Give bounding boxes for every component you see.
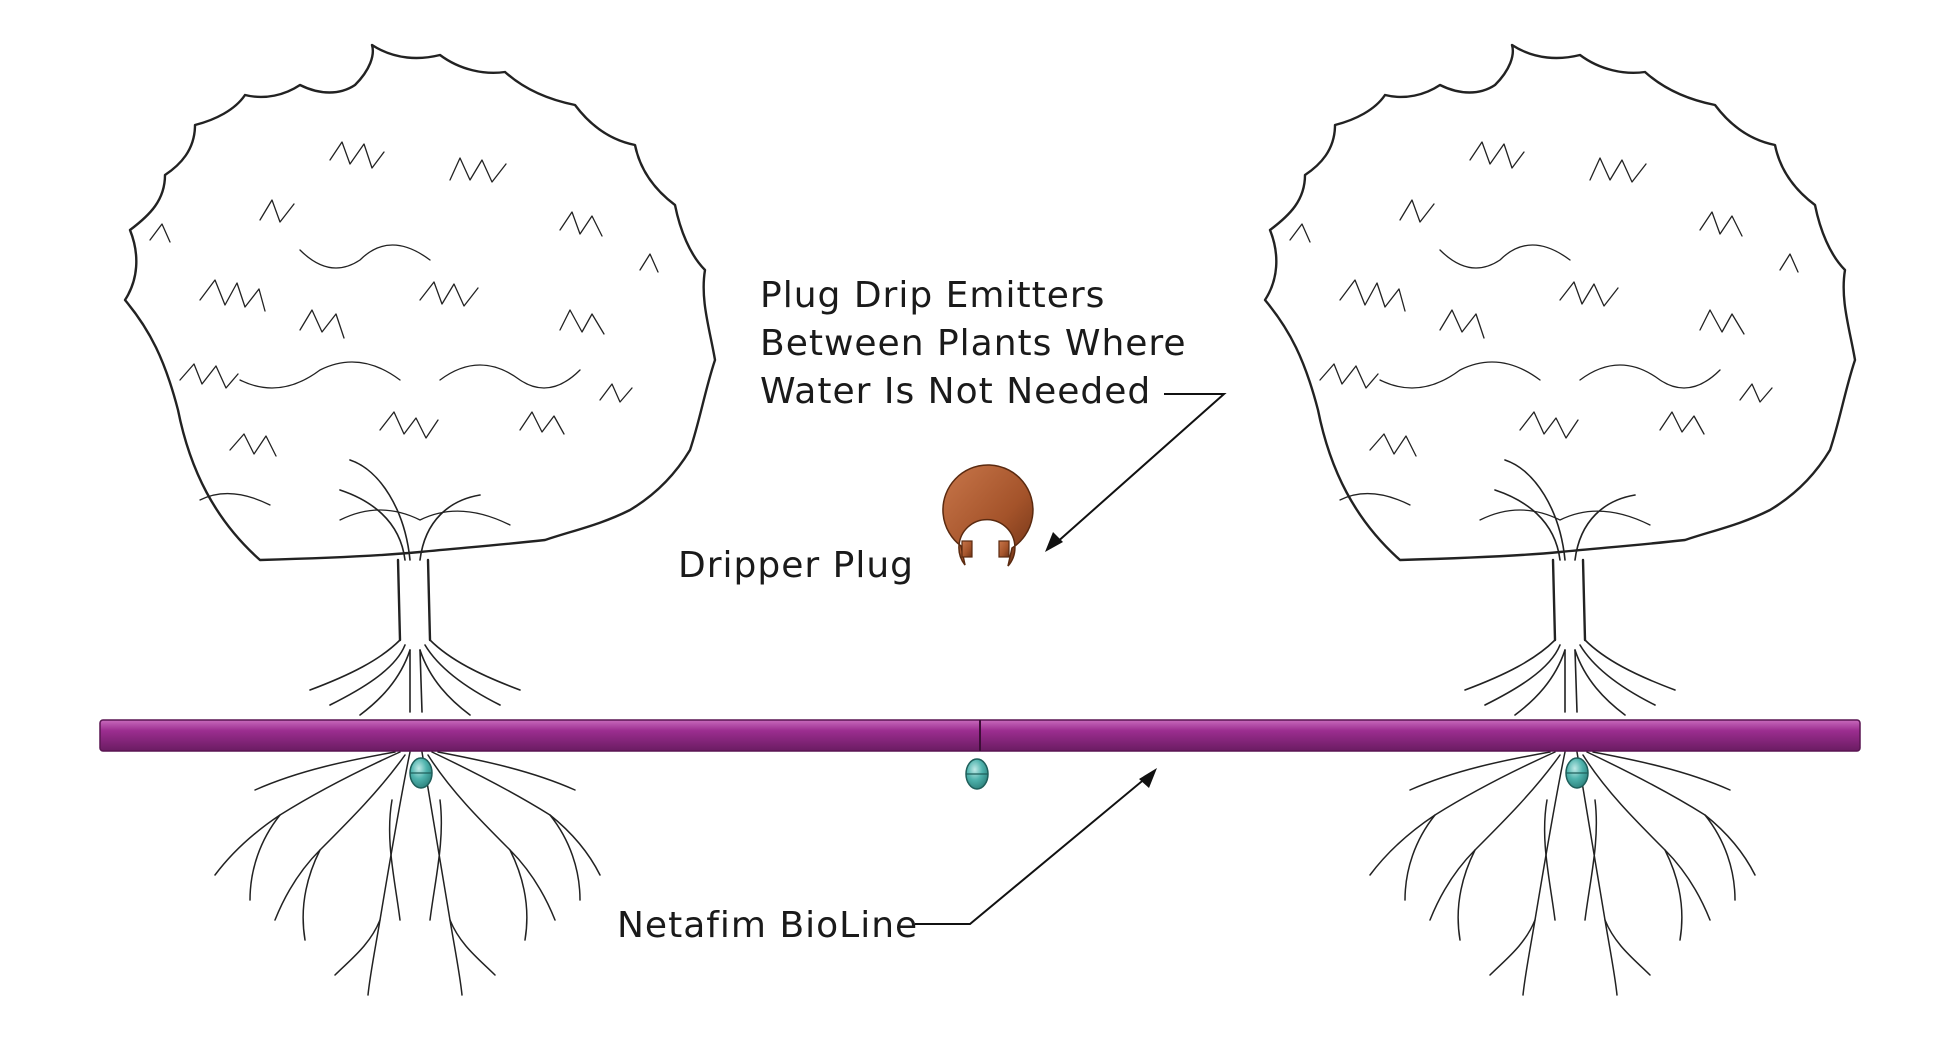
drip-emitter-icon bbox=[965, 758, 989, 790]
plug-instruction-line-3: Water Is Not Needed bbox=[760, 371, 1152, 412]
bioline-leader bbox=[915, 776, 1148, 925]
dripper-plug-label: Dripper Plug bbox=[678, 545, 914, 586]
leader-lines bbox=[915, 393, 1227, 925]
plug-instruction-label: Plug Drip Emitters Between Plants Where … bbox=[760, 272, 1187, 416]
dripper-plug-clip-icon bbox=[942, 464, 1034, 567]
plug-instruction-arrowhead bbox=[1045, 532, 1063, 552]
right-tree-with-roots-icon bbox=[1263, 43, 1857, 996]
plug-instruction-leader bbox=[1054, 393, 1227, 545]
bioline-arrowhead bbox=[1139, 768, 1157, 788]
drip-emitter-icon bbox=[1565, 757, 1589, 789]
plug-instruction-line-1: Plug Drip Emitters bbox=[760, 275, 1106, 316]
drip-emitter-icon bbox=[409, 757, 433, 789]
plug-instruction-line-2: Between Plants Where bbox=[760, 323, 1187, 364]
bioline-drip-tube bbox=[99, 719, 1861, 752]
left-tree-with-roots-icon bbox=[123, 43, 717, 996]
bioline-label: Netafim BioLine bbox=[617, 905, 919, 946]
